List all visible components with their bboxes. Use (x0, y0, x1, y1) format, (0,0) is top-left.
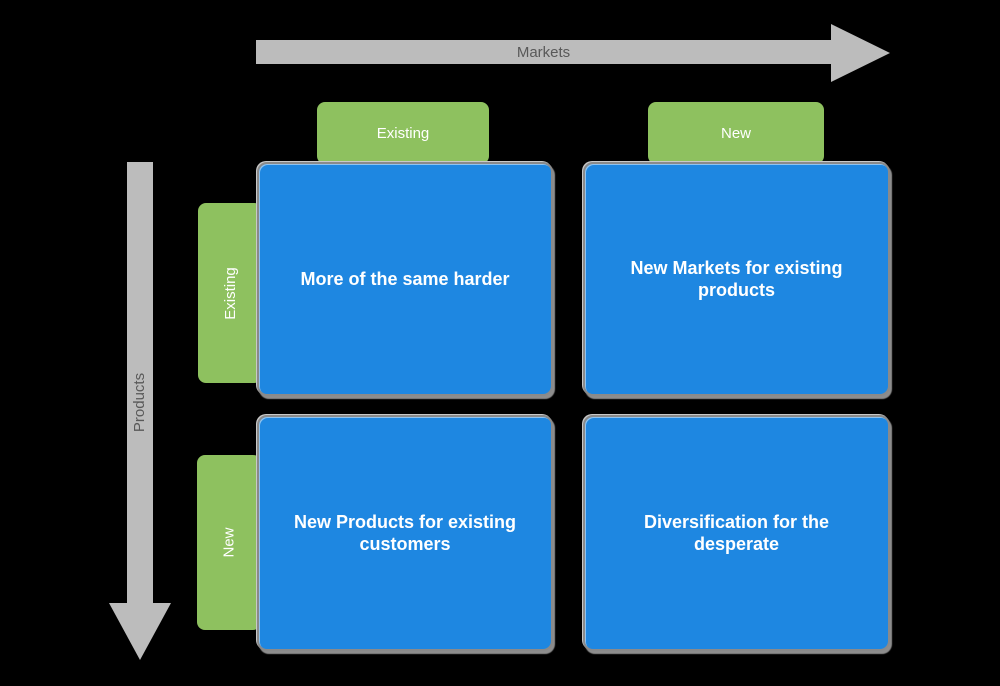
column-header-new: New (648, 102, 824, 164)
quadrant-top-right-label: New Markets for existing products (630, 257, 843, 301)
quadrant-bottom-right-label: Diversification for the desperate (643, 511, 830, 555)
products-axis-label-text: Products (131, 372, 149, 432)
column-header-new-label: New (720, 124, 751, 142)
products-axis-label: Products (127, 162, 153, 642)
quadrant-top-left: More of the same harder (257, 162, 553, 396)
row-header-new: New (197, 455, 261, 630)
row-header-new-label: New (220, 527, 238, 558)
column-header-existing-label: Existing (376, 124, 430, 142)
products-arrow-shaft (127, 162, 153, 603)
markets-arrowhead-icon (831, 24, 890, 82)
column-header-existing: Existing (317, 102, 489, 164)
markets-axis-label: Markets (516, 43, 571, 61)
quadrant-bottom-right: Diversification for the desperate (583, 415, 890, 651)
markets-arrow-shaft (256, 40, 831, 64)
quadrant-bottom-left-label: New Products for existing customers (293, 511, 517, 555)
quadrant-top-left-label: More of the same harder (300, 268, 510, 289)
row-header-existing: Existing (198, 203, 262, 383)
quadrant-top-right: New Markets for existing products (583, 162, 890, 396)
row-header-existing-label: Existing (221, 266, 239, 320)
products-arrowhead-icon (109, 603, 171, 660)
quadrant-bottom-left: New Products for existing customers (257, 415, 553, 651)
